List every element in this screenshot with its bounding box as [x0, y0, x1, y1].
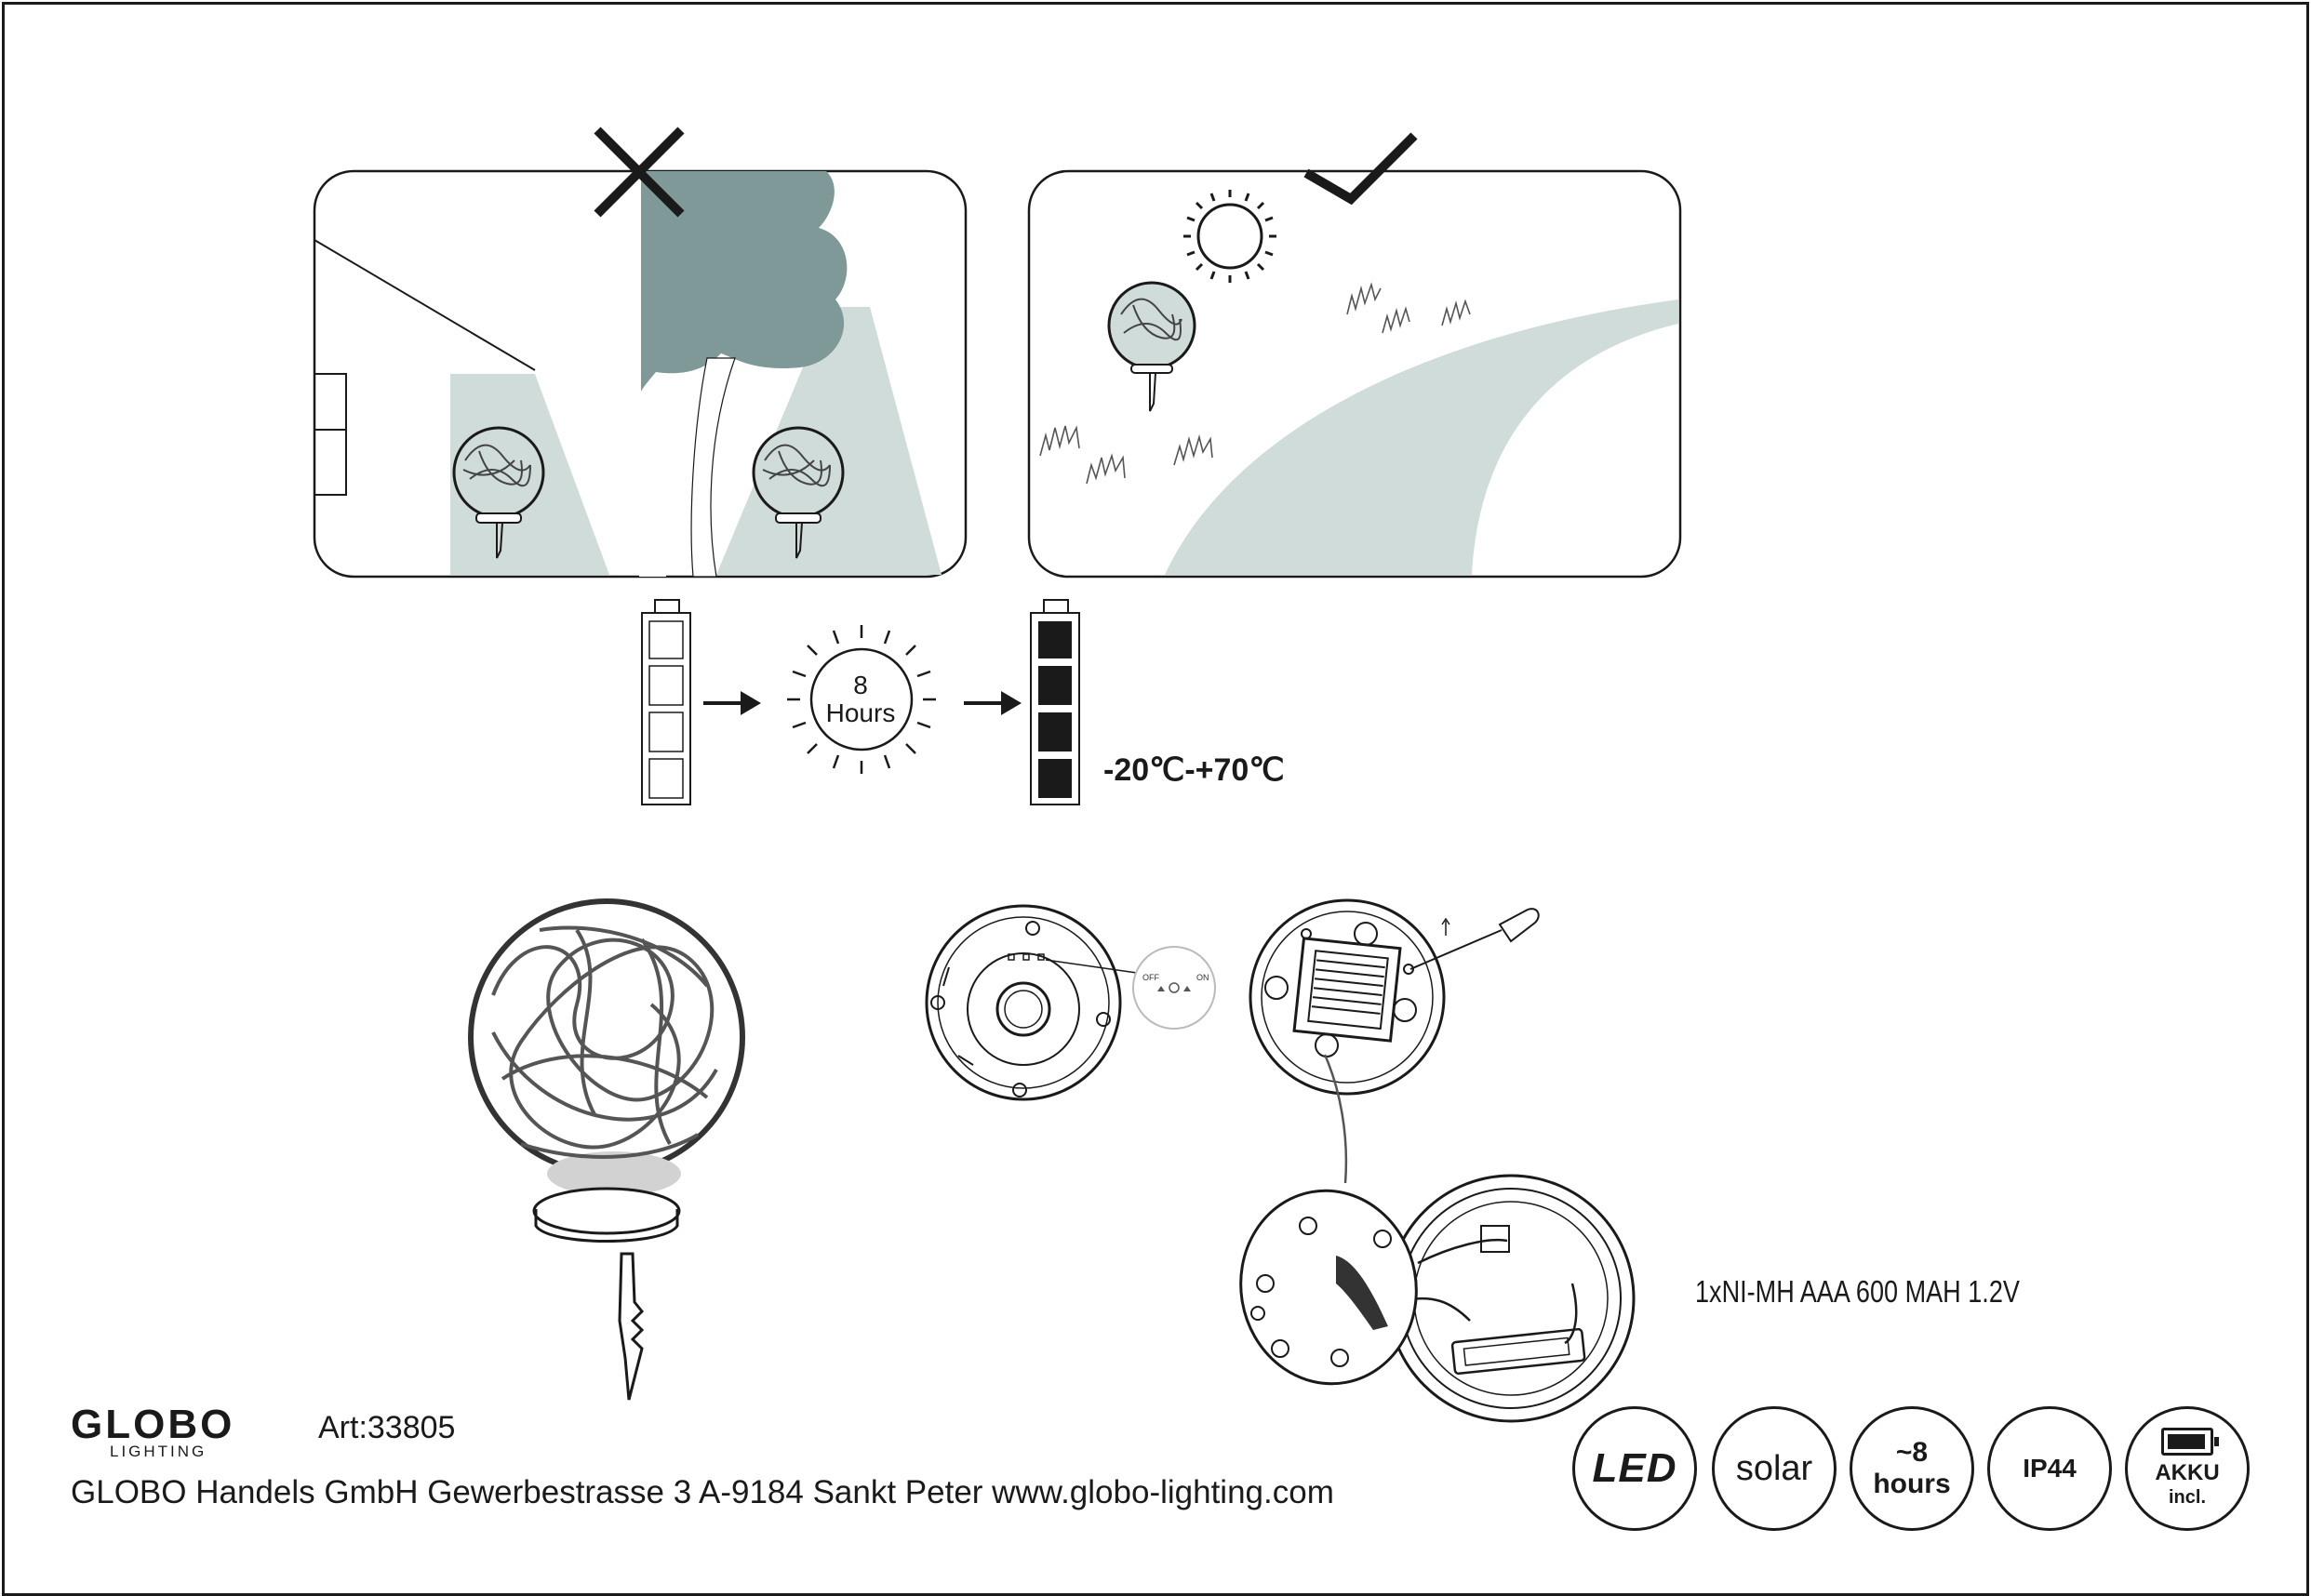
battery-empty-icon	[641, 599, 691, 805]
battery-spec: 1xNI-MH AAA 600 MAH 1.2V	[1695, 1274, 2020, 1309]
led-badge-label: LED	[1592, 1445, 1677, 1491]
battery-compartment-open	[1239, 1174, 1636, 1423]
solar-badge: solar	[1712, 1406, 1837, 1531]
switch-on-label: ON	[1196, 973, 1209, 982]
switch-off-label: OFF	[1142, 973, 1159, 982]
temperature-range: -20℃-+70℃	[1103, 752, 1285, 788]
akku-badge-line2: incl.	[2168, 1487, 2206, 1508]
panel-shade-wrong	[313, 169, 968, 579]
akku-badge: AKKU incl.	[2125, 1406, 2250, 1531]
logo-sub: LIGHTING	[110, 1443, 207, 1460]
logo-brand: GLOBO	[71, 1402, 235, 1447]
lamp-in-sun	[1107, 281, 1196, 412]
arrow-right-icon	[703, 691, 761, 715]
panel-sun-correct	[1027, 169, 1682, 579]
article-number: Art:33805	[318, 1410, 456, 1445]
hours-badge: ~8 hours	[1850, 1406, 1974, 1531]
lamp-in-house-shade	[452, 426, 545, 559]
solar-badge-label: solar	[1735, 1448, 1813, 1488]
charge-hours-label: 8 Hours	[809, 672, 912, 727]
lamp-base-solar-panel	[1249, 898, 1540, 1184]
lamp-in-tree-shade	[752, 426, 845, 559]
sun-hours-icon	[787, 625, 936, 774]
charge-hours-unit: Hours	[825, 698, 896, 727]
check-icon	[1303, 132, 1418, 206]
akku-badge-line1: AKKU	[2155, 1460, 2220, 1485]
battery-akku-icon	[2161, 1428, 2219, 1456]
screwdriver-icon	[1409, 908, 1540, 970]
hours-badge-line1: ~8	[1895, 1437, 1929, 1468]
cross-icon	[594, 126, 685, 218]
ip-badge: IP44	[1987, 1406, 2112, 1531]
ip-badge-label: IP44	[2023, 1454, 2077, 1483]
footer-address: GLOBO Handels GmbH Gewerbestrasse 3 A-91…	[71, 1474, 1334, 1510]
solar-globe-lamp	[468, 898, 745, 1401]
lamp-base-switch	[925, 904, 1216, 1101]
hours-badge-line2: hours	[1873, 1469, 1951, 1499]
charge-hours-number: 8	[853, 671, 868, 699]
led-badge: LED	[1572, 1406, 1697, 1531]
sun-icon	[1183, 190, 1276, 283]
battery-full-icon	[1030, 599, 1080, 805]
globo-logo: GLOBO LIGHTING	[71, 1402, 235, 1460]
arrow-right-icon	[964, 691, 1022, 715]
